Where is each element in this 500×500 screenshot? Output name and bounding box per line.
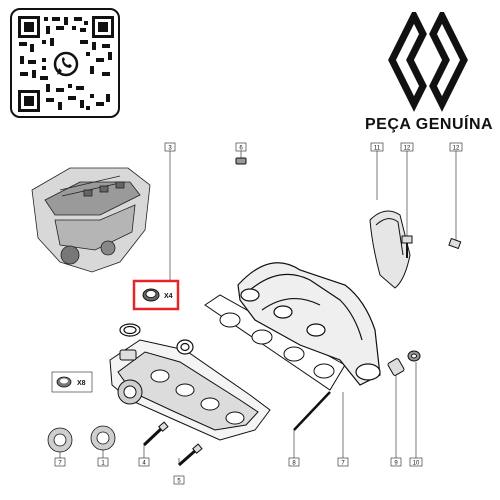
callout-12b: 12: [449, 142, 463, 152]
heat-shield: [369, 210, 411, 289]
genuine-part-caption: PEÇA GENUÍNA: [365, 116, 494, 133]
callout-4: 4: [138, 457, 150, 467]
callout-6: 6: [235, 142, 247, 152]
engine-thumbnail: [31, 167, 151, 273]
callout-8: 8: [288, 457, 300, 467]
sensor-right: [90, 425, 116, 451]
svg-text:1: 1: [101, 461, 105, 467]
quantity-x4: X4: [164, 293, 173, 300]
svg-text:4: 4: [142, 461, 146, 467]
callout-5: 5: [173, 475, 185, 485]
exhaust-gasket: [204, 294, 346, 391]
callout-11: 11: [370, 142, 384, 152]
callout-7a: 7: [54, 457, 66, 467]
sensor-left: [47, 427, 73, 453]
callout-1: 1: [97, 457, 109, 467]
svg-text:9: 9: [394, 461, 398, 467]
svg-text:5: 5: [177, 479, 181, 485]
brand-logo: [388, 12, 468, 112]
whatsapp-icon: [51, 49, 81, 79]
lock-nut-6: [235, 157, 247, 165]
svg-text:10: 10: [413, 461, 420, 467]
callouts-top: 3 6 11 12 12: [164, 142, 463, 152]
svg-text:7: 7: [58, 461, 62, 467]
callout-10: 10: [409, 457, 423, 467]
callout-7b: 7: [337, 457, 349, 467]
intake-manifold: [109, 339, 271, 441]
qr-code[interactable]: [10, 8, 120, 118]
bolt-12: [401, 235, 462, 258]
svg-text:8: 8: [292, 461, 296, 467]
exhaust-manifold: [237, 262, 381, 386]
spacer-9: [387, 358, 405, 376]
svg-text:6: 6: [239, 146, 243, 152]
qr-pattern: [18, 16, 114, 112]
nut-10: [407, 350, 421, 362]
svg-text:3: 3: [168, 146, 172, 152]
stud-8: [293, 391, 331, 431]
washer-kit: X8: [51, 371, 93, 393]
svg-text:7: 7: [341, 461, 345, 467]
svg-text:11: 11: [374, 146, 381, 152]
bolt-5: [178, 443, 203, 467]
callout-9: 9: [390, 457, 402, 467]
callout-3: 3: [164, 142, 176, 152]
callout-12a: 12: [400, 142, 414, 152]
intake-seals: [119, 323, 194, 355]
svg-text:12: 12: [404, 146, 411, 152]
gasket-kit-highlight[interactable]: X4: [132, 279, 180, 311]
callouts-bottom: 7 1 4 5 8 7 9 10: [54, 457, 423, 485]
quantity-x8: X8: [77, 380, 86, 387]
svg-text:12: 12: [453, 146, 460, 152]
bolt-4: [142, 421, 169, 447]
